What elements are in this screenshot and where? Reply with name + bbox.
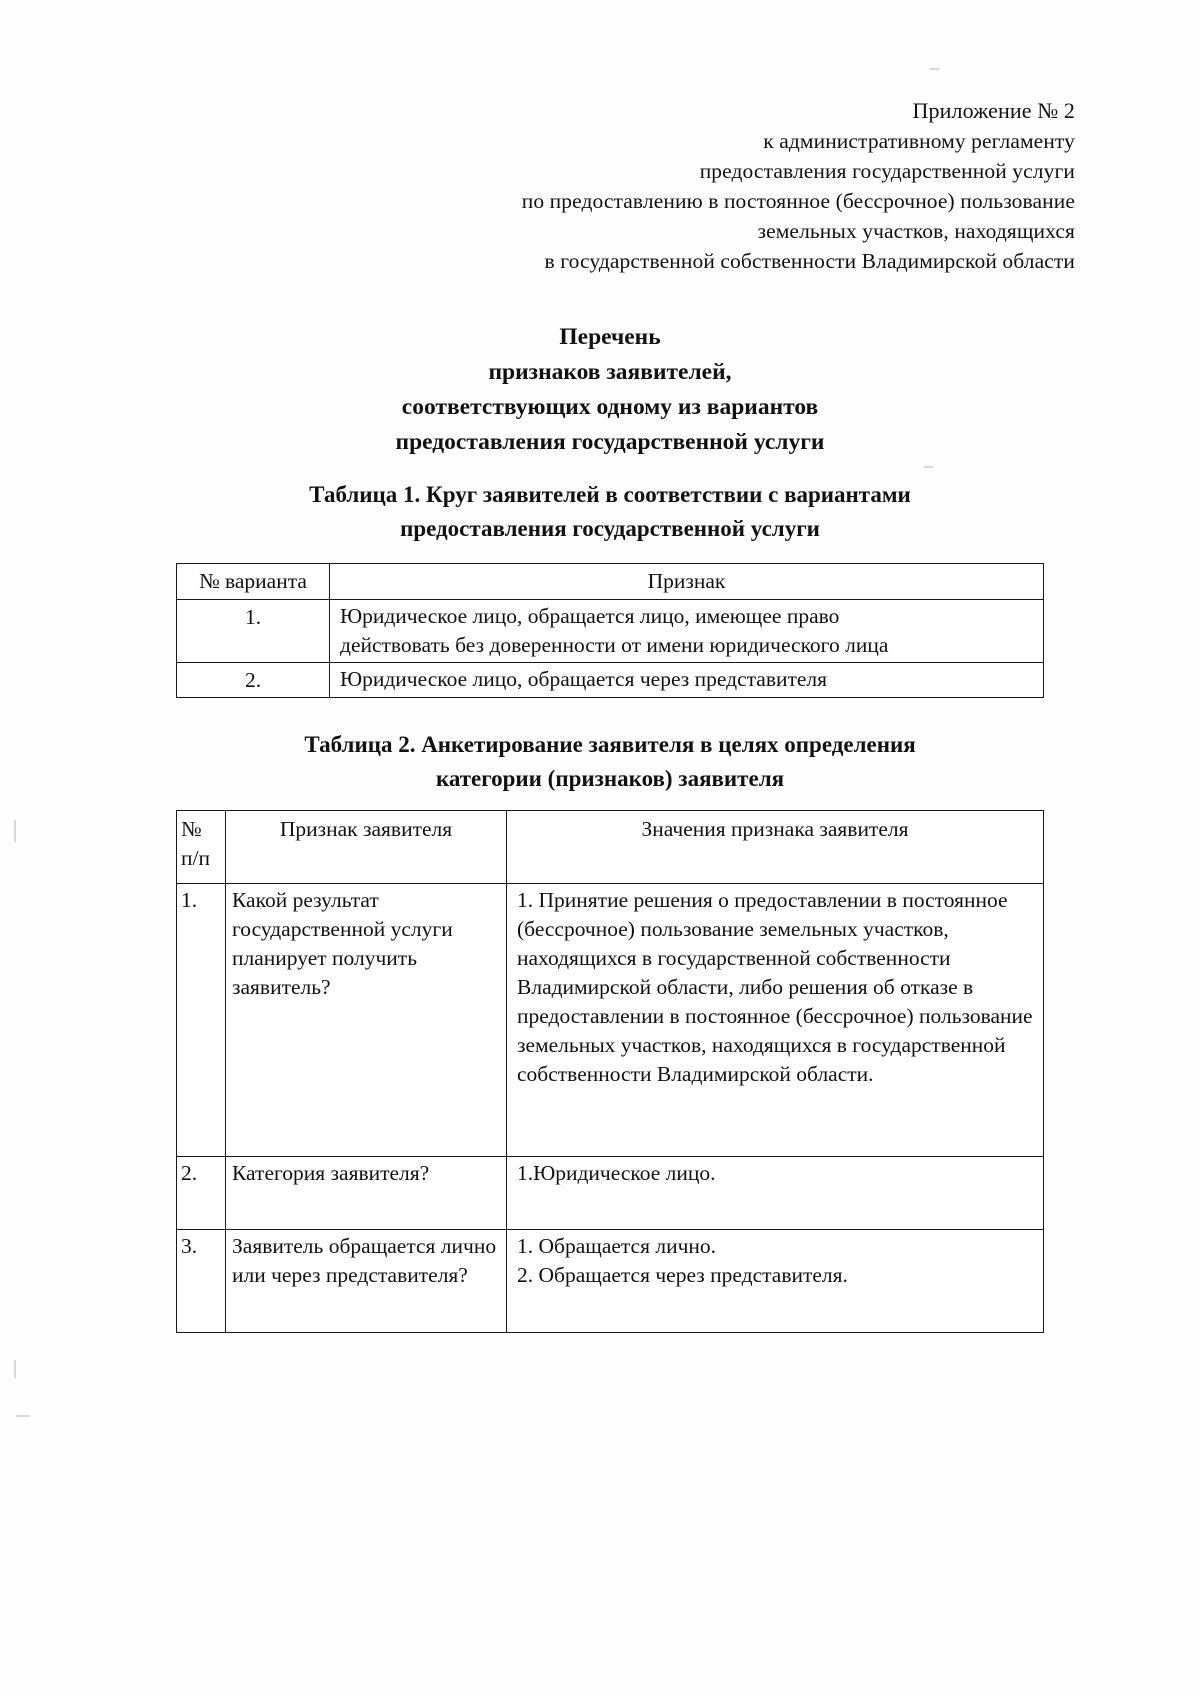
cell-variant-sign: Юридическое лицо, обращается лицо, имеющ… xyxy=(329,599,1044,663)
page-title-line-3: соответствующих одному из вариантов xyxy=(401,394,819,420)
cell-applicant-sign: Заявитель обращается лично или через пре… xyxy=(225,1229,507,1333)
appendix-service-line: предоставления государственной услуги xyxy=(699,159,1075,183)
cell-row-number: 3. xyxy=(176,1229,226,1333)
page-title-line-2: признаков заявителей, xyxy=(488,359,732,385)
column-header-number-line-2: п/п xyxy=(181,846,210,870)
cell-variant-sign-line-1: Юридическое лицо, обращается лицо, имеющ… xyxy=(340,604,840,628)
scan-artifact xyxy=(924,466,933,468)
scan-artifact xyxy=(14,1360,16,1378)
appendix-regulation-line: к административному регламенту xyxy=(763,129,1075,153)
column-header-number: № п/п xyxy=(176,810,226,884)
cell-applicant-sign: Какой результат государственной услуги п… xyxy=(225,883,507,1157)
cell-variant-sign: Юридическое лицо, обращается через предс… xyxy=(329,662,1044,698)
appendix-usage-line: по предоставлению в постоянное (бессрочн… xyxy=(521,189,1075,213)
column-header-applicant-sign-values: Значения признака заявителя xyxy=(506,810,1044,884)
table-row: 3. Заявитель обращается лично или через … xyxy=(176,1229,1044,1333)
table-1-caption: Таблица 1. Круг заявителей в соответстви… xyxy=(160,478,1060,546)
appendix-reference-block: Приложение № 2 к административному регла… xyxy=(470,96,1075,276)
table-2-caption: Таблица 2. Анкетирование заявителя в цел… xyxy=(160,728,1060,796)
page-title: Перечень признаков заявителей, соответст… xyxy=(160,320,1060,460)
cell-variant-number: 2. xyxy=(176,662,330,698)
appendix-parcels-line: земельных участков, находящихся xyxy=(757,219,1075,243)
page-title-line-4: предоставления государственной услуги xyxy=(395,429,825,455)
table-1-caption-line-2: предоставления государственной услуги xyxy=(400,516,820,541)
cell-variant-number: 1. xyxy=(176,599,330,663)
cell-applicant-sign-value-line-2: 2. Обращается через представителя. xyxy=(517,1263,848,1287)
cell-variant-sign-line-2: действовать без доверенности от имени юр… xyxy=(340,633,889,657)
table-2-caption-line-1: Таблица 2. Анкетирование заявителя в цел… xyxy=(304,732,916,757)
cell-applicant-sign-value-line-1: 1. Обращается лично. xyxy=(517,1234,717,1258)
table-header-row: № п/п Признак заявителя Значения признак… xyxy=(176,810,1044,884)
table-2-caption-line-2: категории (признаков) заявителя xyxy=(435,766,785,791)
table-row: 1. Какой результат государственной услуг… xyxy=(176,883,1044,1157)
cell-applicant-sign-value: 1. Обращается лично. 2. Обращается через… xyxy=(506,1229,1044,1333)
scan-artifact xyxy=(16,1415,30,1417)
cell-row-number: 1. xyxy=(176,883,226,1157)
scan-artifact xyxy=(930,68,939,70)
cell-row-number: 2. xyxy=(176,1156,226,1230)
table-applicant-questionnaire: № п/п Признак заявителя Значения признак… xyxy=(176,810,1044,1333)
cell-variant-sign-line-1: Юридическое лицо, обращается через предс… xyxy=(340,667,828,691)
column-header-sign: Признак xyxy=(329,563,1044,600)
appendix-ownership-line: в государственной собственности Владимир… xyxy=(544,249,1075,273)
cell-applicant-sign-value: 1.Юридическое лицо. xyxy=(506,1156,1044,1230)
column-header-variant-number: № варианта xyxy=(176,563,330,600)
table-applicant-variants: № варианта Признак 1. Юридическое лицо, … xyxy=(176,563,1044,698)
cell-applicant-sign: Категория заявителя? xyxy=(225,1156,507,1230)
table-row: 1. Юридическое лицо, обращается лицо, им… xyxy=(176,599,1044,663)
cell-applicant-sign-value: 1. Принятие решения о предоставлении в п… xyxy=(506,883,1044,1157)
scan-artifact xyxy=(14,820,16,842)
column-header-applicant-sign: Признак заявителя xyxy=(225,810,507,884)
column-header-number-line-1: № xyxy=(181,817,202,841)
table-row: 2. Юридическое лицо, обращается через пр… xyxy=(176,662,1044,698)
appendix-number: Приложение № 2 xyxy=(912,98,1075,123)
page-title-line-1: Перечень xyxy=(559,324,661,350)
table-header-row: № варианта Признак xyxy=(176,563,1044,600)
table-row: 2. Категория заявителя? 1.Юридическое ли… xyxy=(176,1156,1044,1230)
table-1-caption-line-1: Таблица 1. Круг заявителей в соответстви… xyxy=(309,482,911,507)
